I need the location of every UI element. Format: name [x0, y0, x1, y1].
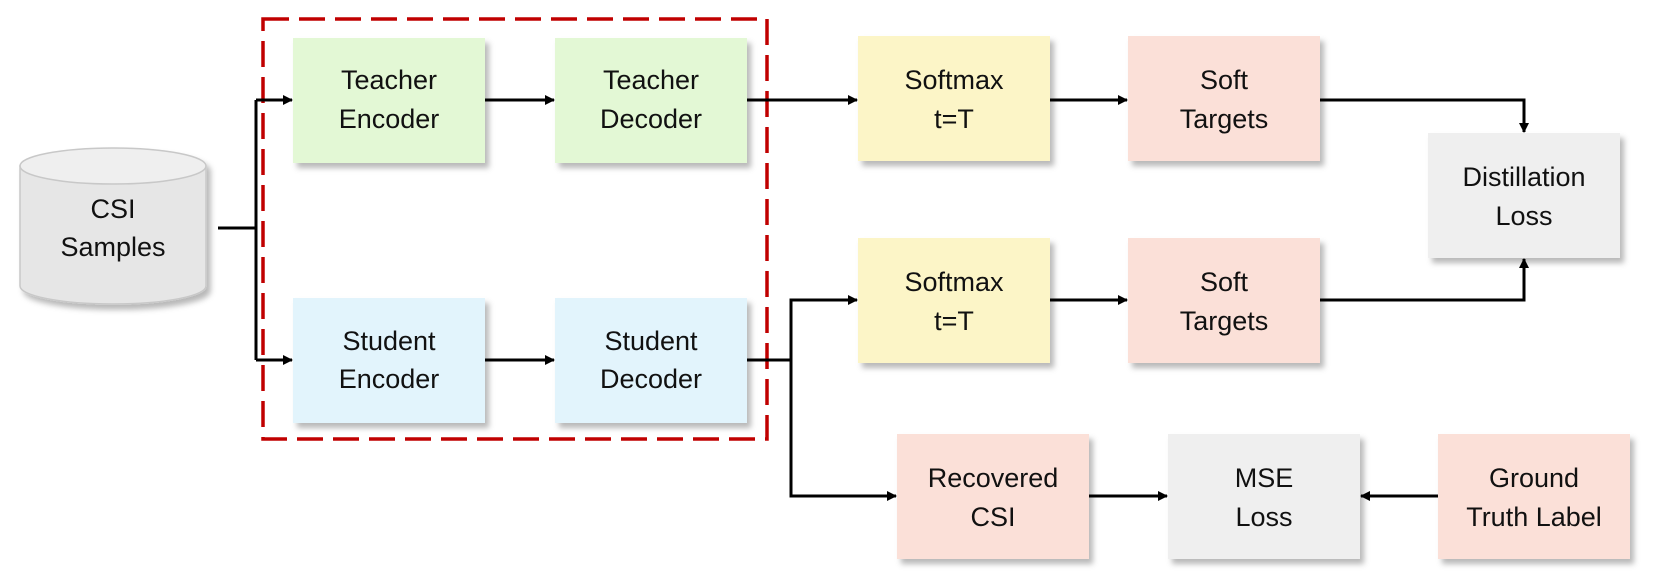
teacher-encoder-box [293, 38, 485, 163]
student-encoder-label-1: Student [342, 326, 436, 356]
mse-loss-label-1: MSE [1235, 463, 1294, 493]
student-decoder-box [555, 298, 747, 423]
student-decoder-label-2: Decoder [600, 364, 702, 394]
distillation-loss-box [1428, 133, 1620, 258]
student-decoder-label-1: Student [604, 326, 698, 356]
teacher-encoder-label-1: Teacher [341, 65, 437, 95]
network-group-border [261, 17, 769, 441]
recovered-csi-box [897, 434, 1089, 559]
teacher-decoder-box [555, 38, 747, 163]
soft-targets-top-label-1: Soft [1200, 65, 1249, 95]
ground-truth-label-box [1438, 434, 1630, 559]
arrow-soft-targets-bottom-to-distillation [1320, 258, 1529, 302]
softmax-bottom-label-1: Softmax [904, 267, 1004, 297]
arrow-student-to-recovered-csi [789, 360, 897, 501]
teacher-decoder-label-1: Teacher [603, 65, 699, 95]
ground-truth-label-1: Ground [1489, 463, 1579, 493]
cylinder-body [19, 165, 207, 305]
student-encoder-label-2: Encoder [339, 364, 440, 394]
arrow-student-to-softmax-bottom [789, 295, 858, 360]
csi-samples-label-1: CSI [90, 194, 135, 224]
ground-truth-label-2: Truth Label [1466, 502, 1602, 532]
distillation-loss-label-1: Distillation [1462, 162, 1585, 192]
teacher-decoder-label-2: Decoder [600, 104, 702, 134]
mse-loss-box [1168, 434, 1360, 559]
soft-targets-top-label-2: Targets [1180, 104, 1269, 134]
distillation-loss-label-2: Loss [1495, 201, 1552, 231]
soft-targets-top-box [1128, 36, 1320, 161]
softmax-top-box [858, 36, 1050, 161]
softmax-bottom-box [858, 238, 1050, 363]
arrow-soft-targets-top-to-distillation [1320, 98, 1529, 133]
soft-targets-bottom-box [1128, 238, 1320, 363]
soft-targets-bottom-label-1: Soft [1200, 267, 1249, 297]
soft-targets-bottom-label-2: Targets [1180, 306, 1269, 336]
softmax-top-label-1: Softmax [904, 65, 1004, 95]
softmax-bottom-label-2: t=T [934, 306, 974, 336]
csi-samples-database [19, 147, 207, 305]
mse-loss-label-2: Loss [1235, 502, 1292, 532]
teacher-encoder-label-2: Encoder [339, 104, 440, 134]
student-encoder-box [293, 298, 485, 423]
recovered-csi-label-2: CSI [970, 502, 1015, 532]
cylinder-top [19, 147, 207, 185]
recovered-csi-label-1: Recovered [928, 463, 1059, 493]
softmax-top-label-2: t=T [934, 104, 974, 134]
csi-samples-label-2: Samples [60, 232, 165, 262]
